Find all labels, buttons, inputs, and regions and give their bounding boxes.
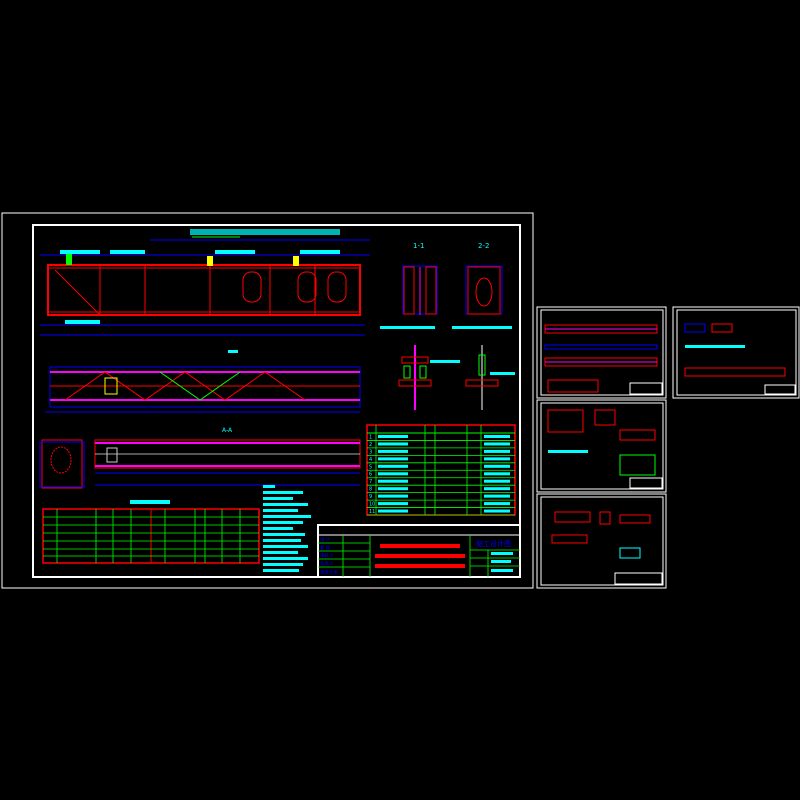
bom-row-text [378, 464, 408, 468]
bom-row-number: 11 [369, 509, 375, 515]
bom-row-code [484, 502, 510, 506]
sheet-2[interactable] [536, 306, 667, 399]
bom-row-code [484, 442, 510, 446]
notes [263, 485, 311, 572]
svg-text:负责人: 负责人 [320, 560, 334, 567]
bom-row-number: 1 [369, 434, 372, 440]
bom-row-code [484, 472, 510, 476]
elevation-view [40, 250, 370, 336]
bom-row-code [484, 464, 510, 468]
bom-row-text [378, 502, 408, 506]
section-22-view: 2-2 [465, 242, 503, 315]
bom-row-number: 7 [369, 479, 372, 485]
bom-row-number: 2 [369, 442, 372, 448]
bom-row-text [378, 494, 408, 498]
svg-text:2-2: 2-2 [478, 242, 489, 250]
bom-row-text [378, 449, 408, 453]
svg-text:A-A: A-A [222, 427, 233, 434]
bom-row-number: 10 [369, 502, 375, 508]
bom-row-code [484, 435, 510, 438]
bom-row-text [378, 479, 408, 483]
section-aa-view: A-A [39, 427, 361, 489]
bearing-details [380, 326, 515, 410]
bom-row-code [484, 479, 510, 483]
bom-row-code [484, 494, 510, 498]
bom-row-code [484, 509, 510, 513]
bom-row-text [378, 435, 408, 438]
bom-row-number: 8 [369, 487, 372, 493]
bom-row-code [484, 457, 510, 461]
title-block: 设 计 复 核 审核人 负责人 项目负责 施工设计图 [317, 524, 521, 578]
sheet-4[interactable] [536, 399, 667, 493]
sheet-3[interactable] [672, 306, 800, 399]
bom-row-number: 5 [369, 464, 372, 470]
svg-text:复 核: 复 核 [320, 544, 331, 551]
parts-table [42, 500, 260, 564]
bom-row-text [378, 472, 408, 476]
bom-row-number: 4 [369, 457, 372, 463]
plan-view [45, 350, 361, 413]
bom-row-number: 3 [369, 449, 372, 455]
bom-row-number: 6 [369, 472, 372, 478]
sheet-5[interactable] [536, 493, 667, 589]
svg-text:项目负责: 项目负责 [320, 569, 338, 576]
svg-text:设 计: 设 计 [320, 536, 331, 543]
drawing-title [190, 229, 340, 235]
svg-text:审核人: 审核人 [320, 552, 334, 559]
bom-row-text [378, 457, 408, 461]
stamp-text: 施工设计图 [476, 539, 511, 548]
svg-text:1-1: 1-1 [413, 242, 424, 250]
bom-row-text [378, 487, 408, 491]
bom-row-code [484, 449, 510, 453]
section-11-view: 1-1 [402, 242, 438, 315]
bom-row-code [484, 487, 510, 491]
bom-row-text [378, 442, 408, 446]
main-sheet [1, 212, 534, 589]
bom-row-number: 9 [369, 494, 372, 500]
bom-row-text [378, 509, 408, 513]
